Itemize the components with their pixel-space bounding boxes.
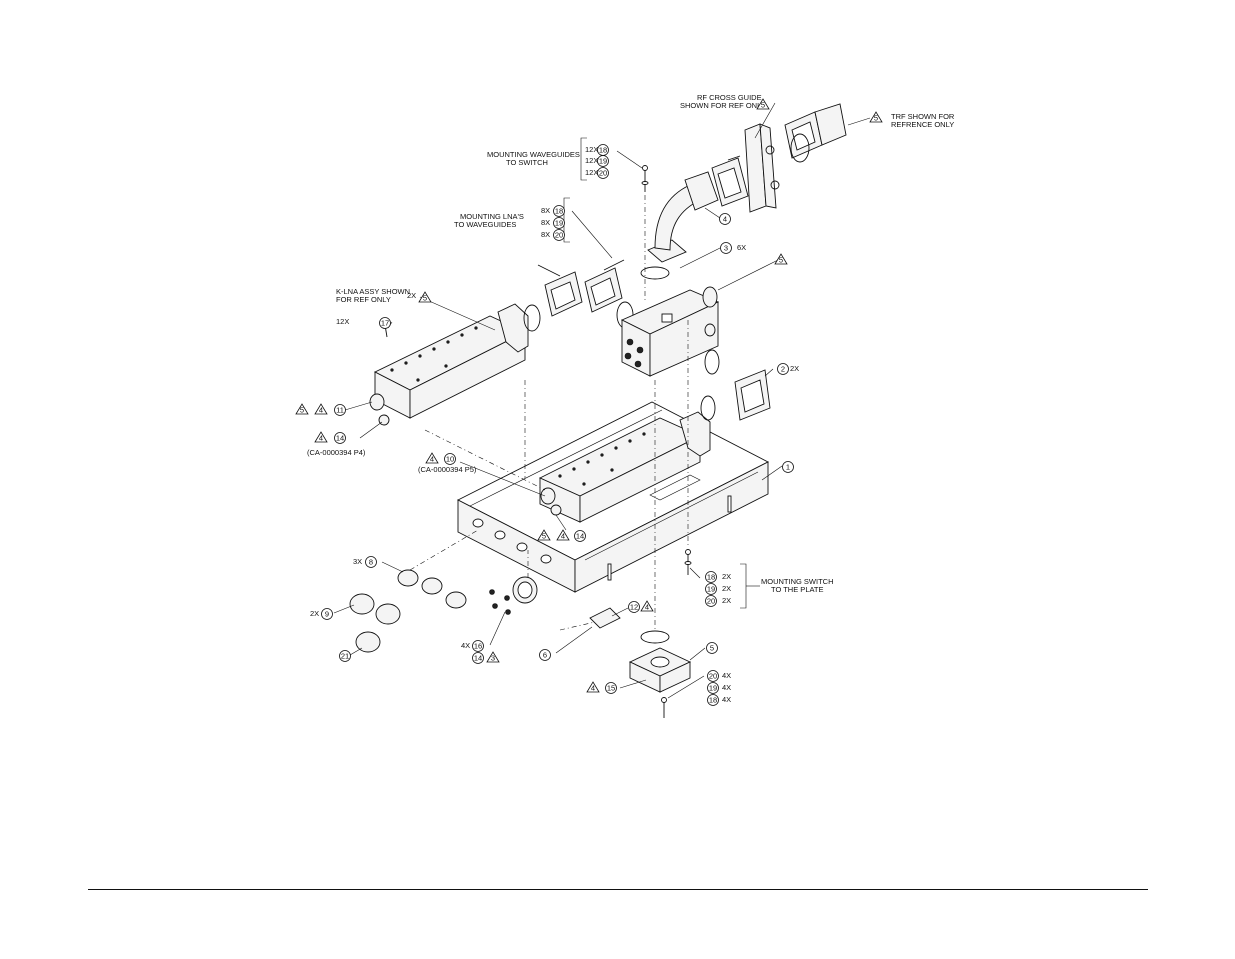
balloon-2: 2: [781, 365, 785, 374]
note-trf-2: REFRENCE ONLY: [891, 120, 954, 129]
balloon-19: 19: [555, 219, 563, 228]
flag-4: 4: [645, 603, 649, 612]
qty-3x: 3X: [353, 557, 362, 566]
balloon-16: 16: [474, 642, 482, 651]
balloon-20: 20: [555, 231, 563, 240]
note-mounting-switch-1: MOUNTING SWITCH: [761, 577, 834, 586]
note-trf-1: TRF SHOWN FOR: [891, 112, 955, 121]
balloon-14: 14: [474, 654, 482, 663]
qty-4x: 4X: [722, 695, 731, 704]
balloon-21: 21: [341, 652, 349, 661]
flag-triangles: [295, 98, 883, 693]
flag-4: 4: [591, 684, 595, 693]
balloon-4: 4: [723, 215, 727, 224]
flag-4: 4: [430, 455, 434, 464]
balloon-11: 11: [336, 406, 344, 415]
flag-4: 4: [319, 406, 323, 415]
flag-5: 5: [423, 294, 427, 303]
waveguide-switch: [620, 266, 720, 377]
note-mounting-switch-2: TO THE PLATE: [771, 585, 824, 594]
flag-3: 3: [491, 654, 495, 663]
balloon-5: 5: [710, 644, 714, 653]
balloon-14: 14: [576, 532, 584, 541]
qty-12x: 12X: [585, 168, 598, 177]
waveguide-flange-2: [700, 349, 771, 421]
balloon-20: 20: [599, 169, 607, 178]
balloon-1: 1: [786, 463, 790, 472]
note-mounting-lnas-1: MOUNTING LNA'S: [460, 212, 524, 221]
qty-12x: 12X: [336, 317, 349, 326]
qty-2x: 2X: [790, 364, 799, 373]
qty-8x: 8X: [541, 218, 550, 227]
balloon-6: 6: [543, 651, 547, 660]
bottom-flange: [628, 630, 692, 718]
page-bottom-rule: [88, 889, 1148, 890]
flag-4: 4: [561, 532, 565, 541]
qty-12x: 12X: [585, 156, 598, 165]
qty-6x: 6X: [737, 243, 746, 252]
note-rf-cross-guide-1: RF CROSS GUIDE: [697, 93, 762, 102]
trf-component: [784, 103, 847, 163]
rf-cross-guide: [727, 123, 780, 213]
balloon-17: 17: [381, 319, 389, 328]
waveguide-bend: [647, 157, 749, 263]
flag-5: 5: [542, 532, 546, 541]
balloon-19: 19: [707, 585, 715, 594]
balloon-10: 10: [446, 455, 454, 464]
balloon-18: 18: [555, 207, 563, 216]
balloon-12: 12: [630, 603, 638, 612]
note-klna-2: FOR REF ONLY: [336, 295, 391, 304]
flag-numbers: 5 5 5 5 5 4 4 4 5 4 4 3 4: [300, 101, 878, 693]
qty-2x: 2X: [310, 609, 319, 618]
lna-waveguides: [523, 259, 634, 332]
balloon-20: 20: [707, 597, 715, 606]
balloon-18: 18: [709, 696, 717, 705]
balloon-18: 18: [599, 146, 607, 155]
note-mounting-waveguides-2: TO SWITCH: [506, 158, 548, 167]
note-mounting-lnas-2: TO WAVEGUIDES: [454, 220, 516, 229]
qty-4x: 4X: [722, 671, 731, 680]
note-rf-cross-guide-2: SHOWN FOR REF ONLY: [680, 101, 766, 110]
balloon-14: 14: [336, 434, 344, 443]
balloon-8: 8: [369, 558, 373, 567]
note-ref-p4: (CA-0000394 P4): [307, 448, 366, 457]
qty-4x: 4X: [722, 683, 731, 692]
item-balloon-numbers: 18 19 20 18 19 20 4 3 2 1 17 11 14 10 14…: [325, 146, 790, 705]
qty-2x: 2X: [722, 572, 731, 581]
flag-5: 5: [300, 406, 304, 415]
balloon-19: 19: [709, 684, 717, 693]
qty-8x: 8X: [541, 230, 550, 239]
balloon-15: 15: [607, 684, 615, 693]
flag-5: 5: [779, 256, 783, 265]
hardware-stacks: [641, 165, 692, 575]
item-balloons: [321, 144, 794, 706]
flag-4: 4: [319, 434, 323, 443]
qty-12x: 12X: [585, 145, 598, 154]
qty-2x: 2X: [722, 596, 731, 605]
flag-5: 5: [761, 101, 765, 110]
flag-5: 5: [874, 114, 878, 123]
balloon-20: 20: [709, 672, 717, 681]
k-lna-exploded: [369, 303, 529, 426]
notes: RF CROSS GUIDE SHOWN FOR REF ONLY TRF SH…: [307, 93, 955, 594]
leader-lines: [333, 102, 871, 699]
qty-4x: 4X: [461, 641, 470, 650]
qty-2x: 2X: [722, 584, 731, 593]
quantity-labels: 12X 12X 12X 8X 8X 8X 6X 2X 12X 2X 3X 2X …: [310, 145, 799, 704]
connectors: [349, 569, 621, 653]
qty-2x: 2X: [407, 291, 416, 300]
k-lna-mounted: [538, 411, 711, 523]
centerlines: [409, 195, 689, 632]
balloon-19: 19: [599, 157, 607, 166]
note-mounting-waveguides-1: MOUNTING WAVEGUIDES: [487, 150, 580, 159]
balloon-18: 18: [707, 573, 715, 582]
qty-8x: 8X: [541, 206, 550, 215]
note-ref-p5: (CA-0000394 P5): [418, 465, 477, 474]
balloon-9: 9: [325, 610, 329, 619]
note-klna-1: K-LNA ASSY SHOWN: [336, 287, 410, 296]
balloon-3: 3: [724, 244, 728, 253]
